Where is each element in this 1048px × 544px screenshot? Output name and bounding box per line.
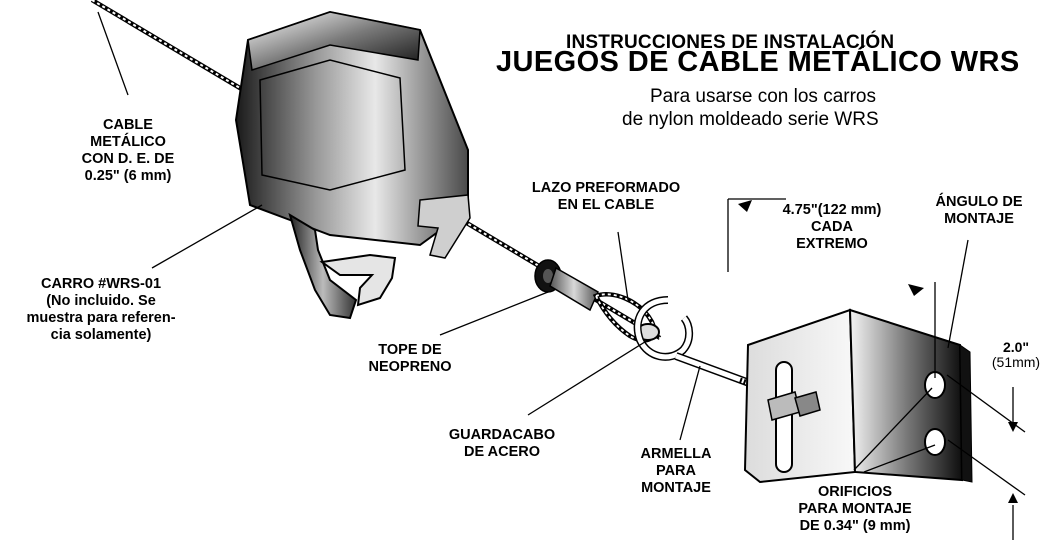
label-cable-line1: CABLE <box>103 117 153 133</box>
label-cable-line2: METÁLICO <box>90 134 166 150</box>
label-carro-line4: cia solamente) <box>50 327 152 343</box>
label-lazo: LAZO PREFORMADO EN EL CABLE <box>516 180 696 214</box>
label-angulo-line2: MONTAJE <box>944 211 1014 227</box>
dimension-arrows <box>738 200 1018 503</box>
label-dim-height: 2.0" (51mm) <box>984 340 1048 370</box>
dim-height-value: 2.0" <box>1002 339 1030 355</box>
label-cable-line4: 0.25" (6 mm) <box>84 168 172 184</box>
label-orificios-line2: PARA MONTAJE <box>798 501 912 517</box>
dim-height-metric: (51mm) <box>991 354 1041 370</box>
header-line1: INSTRUCCIONES DE INSTALACIÓN <box>566 32 895 53</box>
label-carro-line2: (No incluido. Se <box>46 293 156 309</box>
label-armella-line3: MONTAJE <box>641 480 711 496</box>
label-orificios: ORIFICIOS PARA MONTAJE DE 0.34" (9 mm) <box>780 484 930 535</box>
label-guardacabo-line1: GUARDACABO <box>448 427 556 443</box>
leader-lines <box>97 11 969 473</box>
label-guardacabo: GUARDACABO DE ACERO <box>440 427 564 461</box>
label-tope-line2: NEOPRENO <box>368 359 452 375</box>
label-distancia-line1: 4.75"(122 mm) <box>782 202 882 218</box>
label-carro-line1: CARRO #WRS-01 <box>40 276 162 292</box>
label-angulo: ÁNGULO DE MONTAJE <box>920 194 1038 228</box>
label-cable: CABLE METÁLICO CON D. E. DE 0.25" (6 mm) <box>58 117 198 185</box>
label-armella-line2: PARA <box>655 463 696 479</box>
mounting-angle <box>743 308 973 484</box>
label-cable-line3: CON D. E. DE <box>81 151 175 167</box>
label-tope: TOPE DE NEOPRENO <box>360 342 460 376</box>
header-sub2: de nylon moldeado serie WRS <box>622 109 879 130</box>
label-guardacabo-line2: DE ACERO <box>464 444 540 460</box>
label-distancia-line3: EXTREMO <box>796 236 868 252</box>
header-title: JUEGOS DE CABLE METÁLICO WRS <box>496 46 1020 78</box>
label-orificios-line1: ORIFICIOS <box>817 484 893 500</box>
label-armella-line1: ARMELLA <box>640 446 712 462</box>
neoprene-stop <box>534 259 599 312</box>
label-angulo-line1: ÁNGULO DE <box>935 194 1023 210</box>
label-distancia: 4.75"(122 mm) CADA EXTREMO <box>764 202 900 253</box>
label-carro-line3: muestra para referen- <box>26 310 176 326</box>
header-sub1: Para usarse con los carros <box>650 86 876 107</box>
label-lazo-line1: LAZO PREFORMADO <box>531 180 681 196</box>
trolley-carrier <box>234 10 471 320</box>
dimension-lines <box>727 198 1026 540</box>
label-orificios-line3: DE 0.34" (9 mm) <box>799 518 911 534</box>
label-armella: ARMELLA PARA MONTAJE <box>624 446 728 497</box>
label-tope-line1: TOPE DE <box>378 342 442 358</box>
label-carro: CARRO #WRS-01 (No incluido. Se muestra p… <box>2 276 200 344</box>
label-distancia-line2: CADA <box>811 219 853 235</box>
label-lazo-line2: EN EL CABLE <box>557 197 655 213</box>
